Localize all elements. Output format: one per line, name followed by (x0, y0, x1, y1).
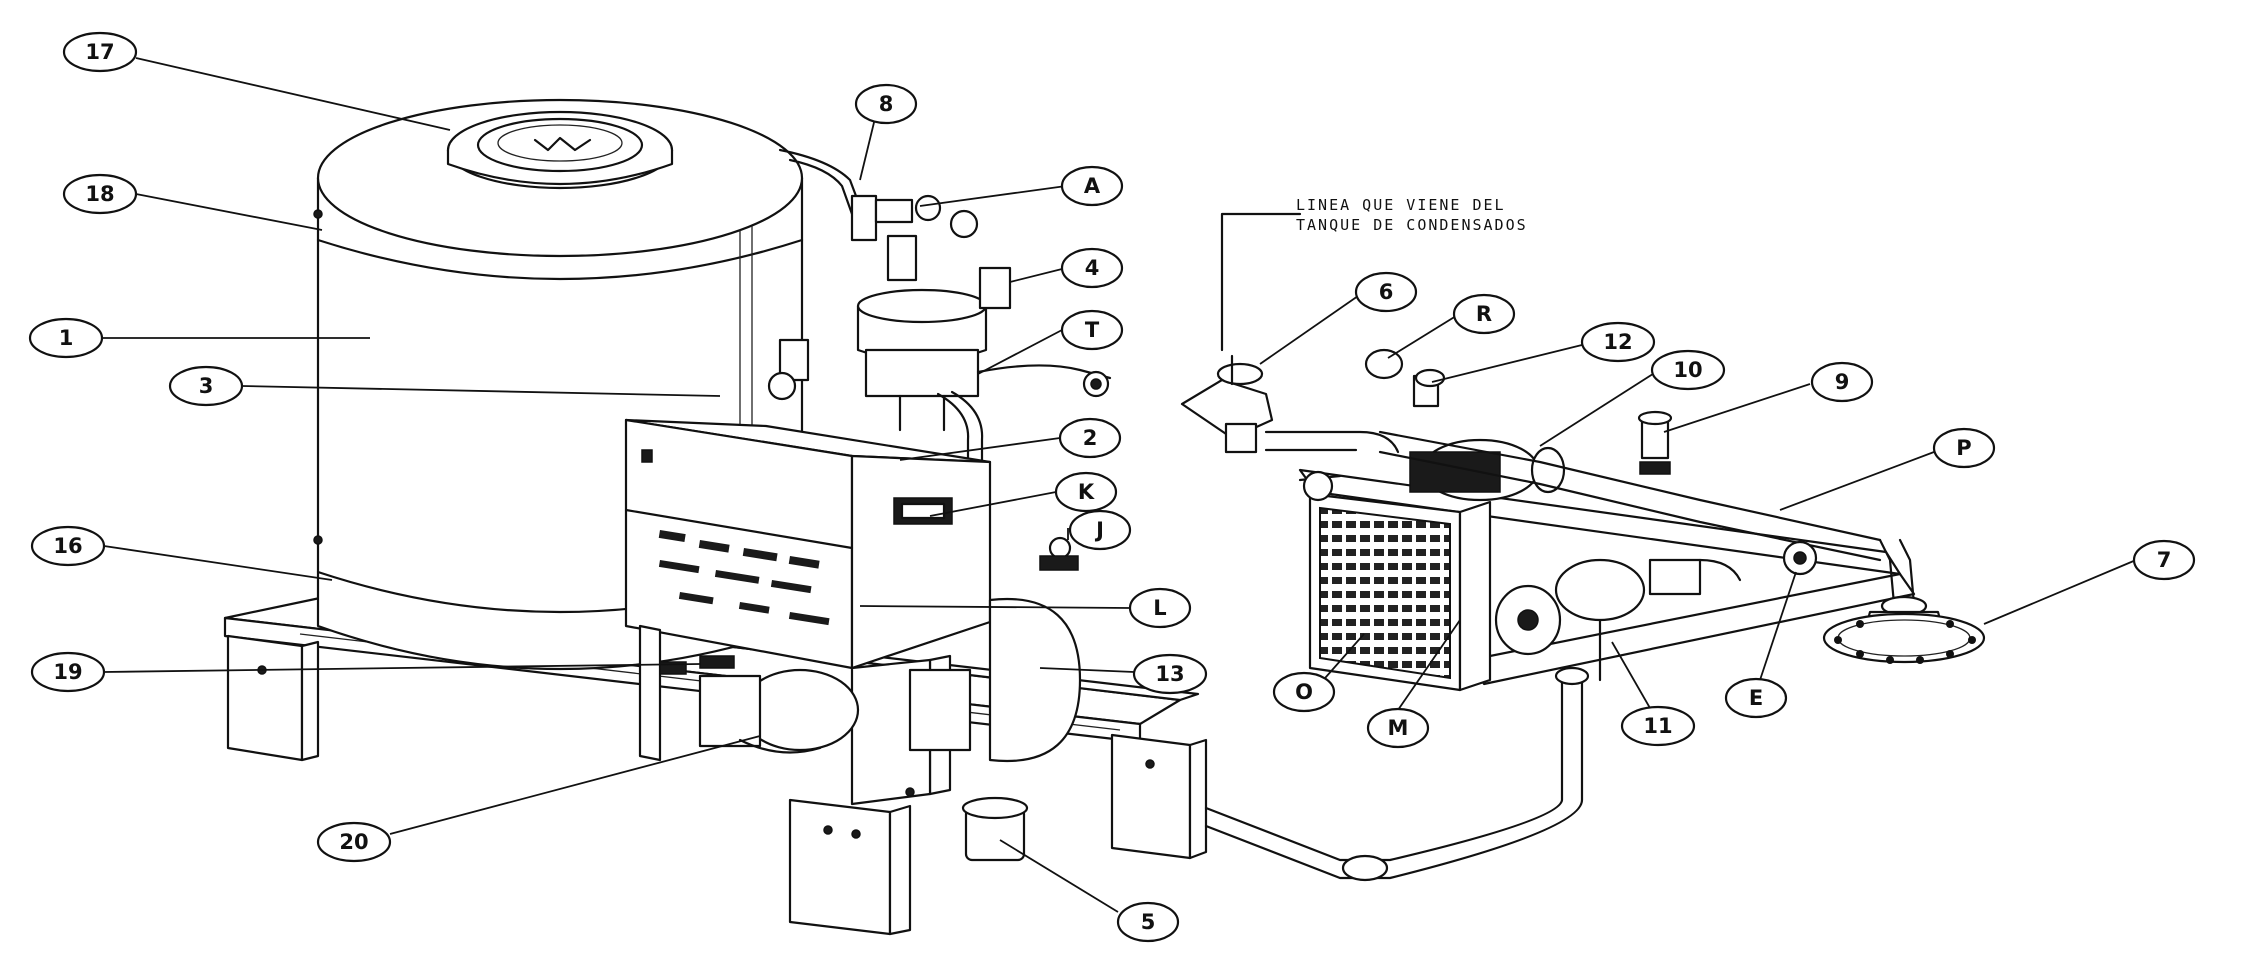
callout-R: R (1452, 293, 1516, 335)
svg-text:19: 19 (53, 660, 82, 684)
svg-text:O: O (1295, 680, 1313, 704)
callout-E: E (1724, 677, 1788, 719)
callout-20: 20 (316, 821, 392, 863)
leader-lines (102, 57, 2137, 913)
control-panel (624, 418, 1079, 670)
callout-2: 2 (1058, 417, 1122, 459)
callout-A: A (1060, 165, 1124, 207)
svg-text:8: 8 (879, 92, 894, 116)
svg-text:TANQUE DE CONDENSADOS: TANQUE DE CONDENSADOS (1296, 216, 1528, 234)
callout-O: O (1272, 671, 1336, 713)
callout-8: 8 (854, 83, 918, 125)
callout-18: 18 (62, 173, 138, 215)
callout-3: 3 (168, 365, 244, 407)
svg-text:11: 11 (1643, 714, 1672, 738)
svg-text:E: E (1749, 686, 1763, 710)
svg-text:20: 20 (339, 830, 368, 854)
callout-10: 10 (1650, 349, 1726, 391)
callout-L: L (1128, 587, 1192, 629)
deaerator-head (767, 148, 1112, 482)
condensate-line-note: LINEA QUE VIENE DEL TANQUE DE CONDENSADO… (1296, 196, 1528, 234)
svg-text:2: 2 (1083, 426, 1098, 450)
callout-1: 1 (28, 317, 104, 359)
svg-text:R: R (1476, 302, 1492, 326)
pump-assembly (638, 597, 1082, 862)
callout-6: 6 (1354, 271, 1418, 313)
callout-13: 13 (1132, 653, 1208, 695)
connecting-pipe (1204, 666, 1590, 882)
svg-text:3: 3 (199, 374, 214, 398)
callout-4: 4 (1060, 247, 1124, 289)
callout-P: P (1932, 427, 1996, 469)
svg-text:13: 13 (1155, 662, 1184, 686)
callout-17: 17 (62, 31, 138, 73)
callout-7: 7 (2132, 539, 2196, 581)
callout-M: M (1366, 707, 1430, 749)
svg-text:4: 4 (1085, 256, 1100, 280)
svg-text:17: 17 (85, 40, 114, 64)
svg-text:LINEA QUE VIENE DEL: LINEA QUE VIENE DEL (1296, 196, 1506, 214)
heat-exchanger-skid (1180, 212, 1986, 692)
svg-text:16: 16 (53, 534, 82, 558)
svg-text:M: M (1388, 716, 1409, 740)
svg-text:12: 12 (1603, 330, 1632, 354)
svg-text:T: T (1085, 318, 1100, 342)
svg-text:P: P (1956, 436, 1971, 460)
svg-text:18: 18 (85, 182, 114, 206)
callout-11: 11 (1620, 705, 1696, 747)
callout-19: 19 (30, 651, 106, 693)
svg-text:1: 1 (59, 326, 74, 350)
svg-text:L: L (1153, 596, 1166, 620)
callout-J: J (1068, 509, 1132, 551)
callout-16: 16 (30, 525, 106, 567)
svg-text:A: A (1084, 174, 1101, 198)
callout-12: 12 (1580, 321, 1656, 363)
svg-text:5: 5 (1141, 910, 1156, 934)
callout-5: 5 (1116, 901, 1180, 943)
svg-text:K: K (1078, 480, 1095, 504)
callout-T: T (1060, 309, 1124, 351)
svg-text:7: 7 (2157, 548, 2172, 572)
svg-text:J: J (1094, 518, 1104, 542)
callout-9: 9 (1810, 361, 1874, 403)
svg-text:9: 9 (1835, 370, 1850, 394)
callout-K: K (1054, 471, 1118, 513)
svg-text:10: 10 (1673, 358, 1702, 382)
svg-text:6: 6 (1379, 280, 1394, 304)
